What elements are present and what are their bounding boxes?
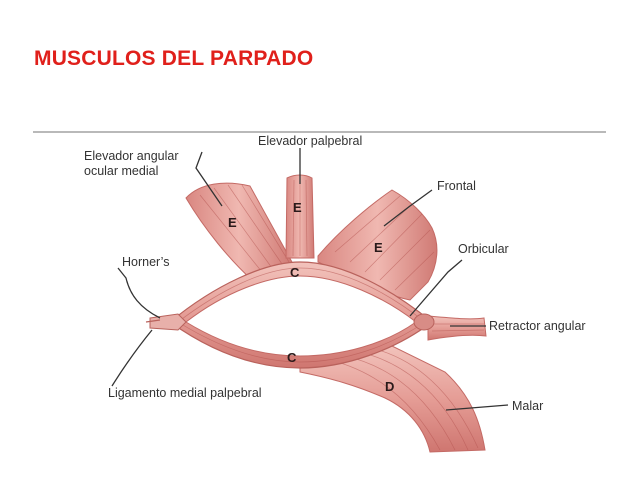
slide-title: MUSCULOS DEL PARPADO xyxy=(34,47,314,70)
retractor-angular-muscle xyxy=(427,315,487,341)
label-orbicular: Orbicular xyxy=(458,242,509,256)
label-malar: Malar xyxy=(512,399,543,413)
leader-frontal xyxy=(383,189,433,227)
leader-elevador-angular xyxy=(195,151,223,207)
label-retractor-angular: Retractor angular xyxy=(489,319,586,333)
label-elevador-angular-line1: Elevador angular xyxy=(84,149,179,163)
label-elevador-palpebral: Elevador palpebral xyxy=(258,134,362,148)
letter-e-elevador-angular: E xyxy=(228,215,237,230)
label-horners: Horner’s xyxy=(122,255,169,269)
elevador-angular-muscle xyxy=(185,182,293,281)
leader-orbicular xyxy=(409,259,463,317)
letter-e-frontal: E xyxy=(374,240,383,255)
letter-c-bottom: C xyxy=(287,350,297,365)
letter-d: D xyxy=(385,379,394,394)
label-ligamento-medial: Ligamento medial palpebral xyxy=(108,386,262,400)
leader-ligamento xyxy=(111,329,153,387)
letter-c-top: C xyxy=(290,265,300,280)
leader-horners xyxy=(117,267,161,319)
elevador-palpebral-muscle xyxy=(285,174,315,259)
label-frontal: Frontal xyxy=(437,179,476,193)
leader-malar xyxy=(445,404,509,411)
lateral-tendon-knot xyxy=(413,313,435,331)
ligamento-medial-tendon xyxy=(145,313,187,331)
label-elevador-angular-line2: ocular medial xyxy=(84,164,158,178)
letter-e-elevador-palpebral: E xyxy=(293,200,302,215)
